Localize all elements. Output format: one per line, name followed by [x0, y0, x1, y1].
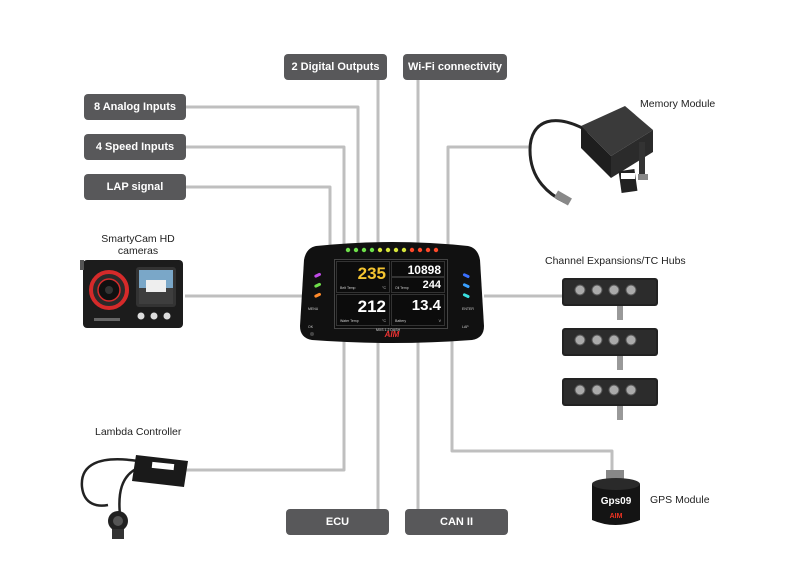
label-water-temp: Water Temp: [340, 319, 359, 323]
lambda-controller-device: [80, 455, 188, 539]
analog-inputs-tag: 8 Analog Inputs: [84, 94, 186, 120]
cell-belt-temp: 235 Belt Temp °C: [336, 261, 390, 293]
label-oil-temp: Oil Temp: [395, 286, 409, 290]
smartycam-device: [80, 260, 183, 328]
wire-lap-signal: [185, 185, 332, 265]
value-10898: 10898: [407, 263, 441, 277]
memory-module-device: [528, 106, 653, 206]
label-belt-temp: Belt Temp: [340, 286, 356, 290]
memory-module-caption: Memory Module: [640, 98, 716, 110]
unit-c1: °C: [382, 286, 386, 290]
lap-signal-tag: LAP signal: [84, 174, 186, 200]
enter-button-label: ENTER: [462, 307, 474, 311]
gps-logo: Gps09: [601, 496, 632, 507]
unit-v: V: [438, 319, 441, 323]
speed-inputs-tag: 4 Speed Inputs: [84, 134, 186, 160]
wire-lambda: [186, 340, 346, 472]
dash-center-text: MXS 1.2 DASH: [376, 328, 401, 332]
gps-module-caption: GPS Module: [650, 494, 710, 506]
wire-analog-inputs: [185, 105, 360, 265]
cell-battery: 13.4 Battery V: [391, 294, 445, 326]
cell-rpm: 10898: [391, 261, 445, 277]
value-13-4: 13.4: [411, 297, 441, 314]
ecu-tag: ECU: [286, 509, 389, 535]
wire-speed-inputs: [185, 145, 346, 265]
channel-expansion-1: [562, 278, 658, 320]
wire-gps: [450, 340, 614, 470]
aim-logo: AIM: [384, 330, 400, 339]
channel-expansion-3: [562, 378, 658, 420]
menu-button-label: MENU: [308, 307, 319, 311]
dash-screen: 235 Belt Temp °C 10898 244 Oil Temp 212 …: [334, 259, 448, 329]
lambda-controller-caption: Lambda Controller: [95, 426, 182, 438]
value-244: 244: [422, 279, 441, 291]
can-tag: CAN II: [405, 509, 508, 535]
expansions-caption: Channel Expansions/TC Hubs: [545, 255, 686, 267]
right-alarm-leds: [462, 273, 470, 299]
channel-expansion-2: [562, 328, 658, 370]
ok-button-label: OK: [308, 325, 314, 329]
gps-module-device: Gps09 AIM: [592, 470, 640, 525]
lap-button-label: LAP: [462, 325, 469, 329]
shift-leds: [345, 247, 439, 253]
gps-brand-mark: AIM: [610, 513, 623, 520]
wifi-connectivity-tag: Wi-Fi connectivity: [403, 54, 507, 80]
digital-outputs-tag: 2 Digital Outputs: [284, 54, 387, 80]
cell-oil-temp: 244 Oil Temp: [391, 277, 445, 293]
value-212: 212: [357, 297, 386, 316]
unit-c3: °C: [382, 319, 386, 323]
left-alarm-leds: [314, 272, 321, 298]
value-235: 235: [357, 264, 386, 283]
smartycam-caption: SmartyCam HD cameras: [101, 233, 175, 257]
wire-memory: [446, 145, 530, 265]
cell-water-temp: 212 Water Temp °C: [336, 294, 390, 326]
label-battery: Battery: [395, 319, 407, 323]
